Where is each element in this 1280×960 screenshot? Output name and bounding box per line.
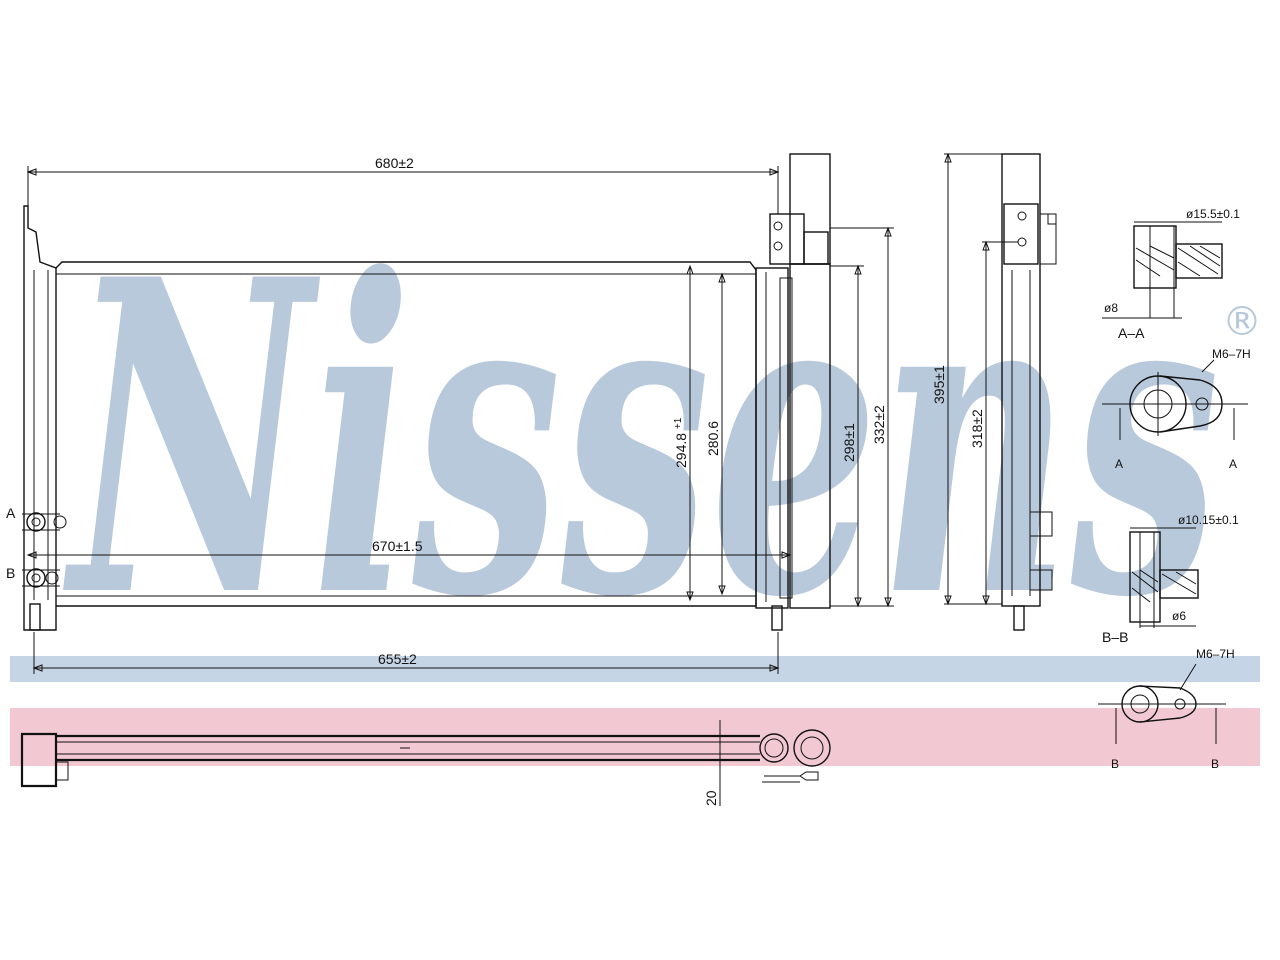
watermark-registered-mark: ®	[1222, 299, 1262, 345]
section-a-marker-left: A	[1115, 457, 1123, 471]
dimension-depth-text: 20	[703, 790, 719, 806]
port-b-inner-text: ø6	[1172, 609, 1186, 623]
front-marker-a: A	[6, 505, 16, 521]
dimension-depth: 20	[703, 720, 760, 806]
dimension-mount-width: 655±2	[32, 632, 780, 674]
section-a-marker-right: A	[1229, 457, 1237, 471]
thread-b-detail: M6–7H B B	[1098, 647, 1235, 771]
side-view	[1001, 153, 1057, 631]
dimension-side-height-b-text: 332±2	[871, 405, 887, 444]
front-view	[22, 153, 831, 631]
dimension-core-width-text: 670±1.5	[372, 538, 423, 554]
front-marker-b: B	[6, 565, 15, 581]
watermark-band-blue	[10, 656, 1260, 682]
bottom-view	[20, 729, 831, 788]
dimension-core-height-b: 280.6	[705, 272, 726, 596]
port-a-inner-text: ø8	[1104, 301, 1118, 315]
section-b-marker-right: B	[1211, 757, 1219, 771]
dimension-side-height-a: 298±1	[830, 264, 864, 608]
section-b-marker-left: B	[1111, 757, 1119, 771]
dimension-side-height-c-text: 318±2	[969, 409, 985, 448]
thread-a-detail: M6–7H A A	[1102, 347, 1251, 471]
thread-a-text: M6–7H	[1212, 347, 1251, 361]
dimension-total-height-text: 395±1	[931, 365, 947, 404]
section-a-label: A–A	[1118, 325, 1145, 341]
dimension-overall-width-text: 680±2	[375, 155, 414, 171]
dimension-core-height-a: 294.8 +1	[673, 264, 694, 602]
dimension-side-height-a-text: 298±1	[841, 423, 857, 462]
dimension-overall-width: 680±2	[26, 155, 780, 214]
dimension-side-height-c: 318±2	[969, 240, 1018, 606]
section-b-detail: ø10.15±0.1 ø6 B–B	[1102, 513, 1239, 645]
dimension-core-height-a-text: 294.8 +1	[673, 417, 689, 468]
thread-b-text: M6–7H	[1196, 647, 1235, 661]
dimension-core-height-b-text: 280.6	[705, 421, 721, 456]
section-a-detail: ø15.5±0.1 ø8 A–A	[1102, 207, 1240, 341]
dimension-core-width: 670±1.5	[26, 538, 792, 559]
section-b-label: B–B	[1102, 629, 1128, 645]
port-b-diameter-text: ø10.15±0.1	[1178, 513, 1239, 527]
dimension-mount-width-text: 655±2	[378, 651, 417, 667]
watermark-brand: Nissens	[62, 187, 1220, 692]
dimension-side-height-b: 332±2	[830, 226, 894, 608]
dimension-total-height: 395±1	[931, 152, 1002, 606]
port-a-diameter-text: ø15.5±0.1	[1186, 207, 1240, 221]
